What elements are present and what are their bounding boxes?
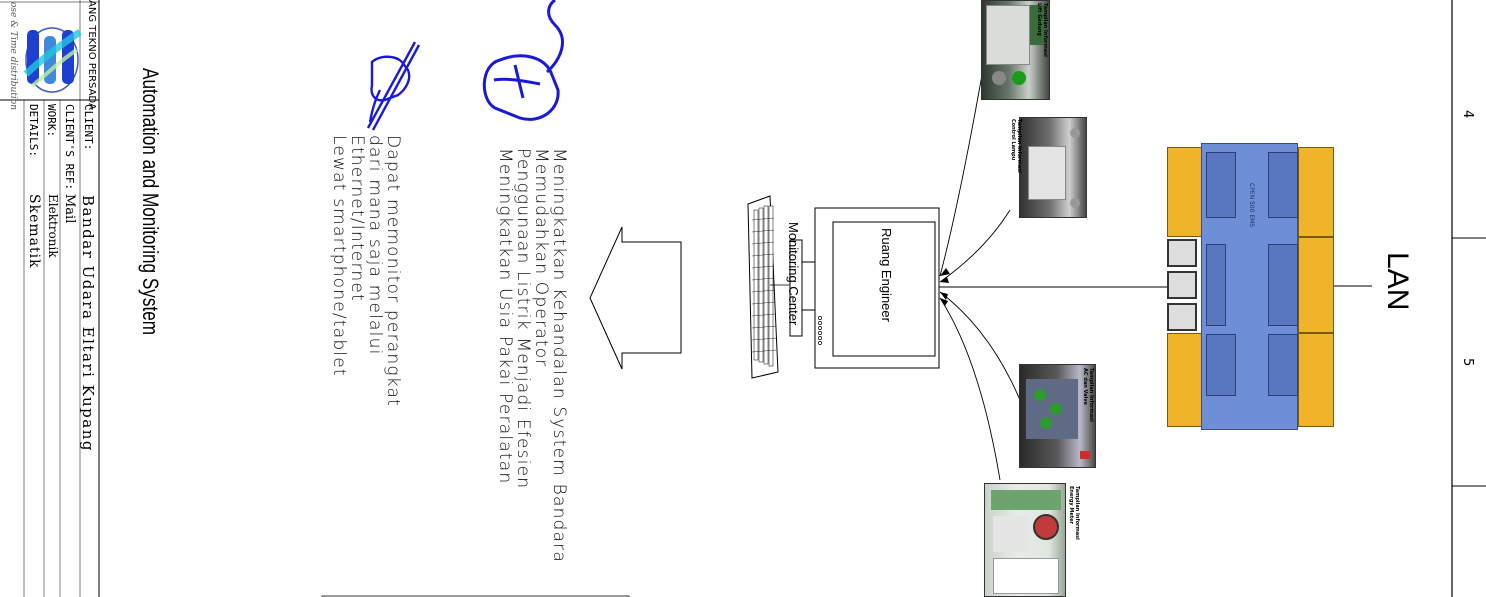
- controller-device: CPEN 500 EMS: [1167, 143, 1332, 430]
- lan-label: LAN: [1380, 252, 1414, 310]
- benefit-line: Meningkatkan Usia Pakai Peralatan: [496, 148, 514, 563]
- benefit-text-remote: Dapat memonitor perangkat dari mana saja…: [330, 135, 402, 407]
- ethernet-port: [1167, 271, 1197, 299]
- client-value: Bandar Udara Eltari Kupang: [79, 195, 97, 452]
- screen-energy-meter: [984, 483, 1066, 597]
- work-value: Elektronik: [46, 194, 60, 258]
- client-label: CLIENT:: [82, 104, 95, 150]
- terminal-block: [1298, 147, 1334, 237]
- title-block: ose & Time distribution ANG TEKNO PERSAD…: [0, 0, 99, 597]
- flow-arrow-outline: [590, 227, 681, 369]
- ruang-engineer-label: Ruang Engineer: [879, 228, 894, 322]
- terminal-block: [1298, 237, 1334, 333]
- link-screen-1: [940, 58, 985, 276]
- link-screen-2: [940, 210, 1010, 282]
- grid-number-5: 5: [1460, 358, 1475, 366]
- company-name: ANG TEKNO PERSADA: [86, 0, 97, 110]
- controller-model: CPEN 500 EMS: [1248, 183, 1255, 227]
- benefit-line: Meningkatkan Kehandalan System Bandara: [550, 148, 568, 563]
- hand-pen-icon: [368, 42, 419, 130]
- grid-number-4: 4: [1460, 110, 1475, 118]
- link-screen-4: [940, 298, 1000, 480]
- benefit-line: Lewat smartphone/tablet: [330, 135, 348, 407]
- link-screen-3: [940, 292, 1020, 400]
- benefit-text-mouse: Meningkatkan Kehandalan System Bandara M…: [496, 148, 568, 563]
- details-value: Skematik: [26, 194, 42, 269]
- benefit-line: Penggunaan Listrik Menjadi Efesien: [514, 148, 532, 563]
- details-label: DETAILS:: [27, 104, 40, 157]
- terminal-block: [1167, 333, 1203, 427]
- company-logo: [22, 14, 82, 94]
- screen-control-lampu: [1019, 117, 1087, 218]
- work-label: WORK:: [45, 104, 58, 137]
- logo-tagline: ose & Time distribution: [8, 2, 18, 110]
- terminal-block: [1167, 147, 1203, 237]
- clients-ref-value: Mail: [62, 194, 77, 223]
- keyboard-icon: [748, 196, 790, 378]
- clients-ref-label: CLIENT'S REF:: [63, 104, 76, 190]
- ethernet-port: [1167, 303, 1197, 331]
- terminal-block: [1298, 333, 1334, 427]
- monitoring-center-label: Monitoring Center: [786, 222, 801, 325]
- benefit-line: Ethernet/Internet: [348, 135, 366, 407]
- ethernet-port: [1167, 239, 1197, 267]
- system-title: Automation and Monitoring System: [137, 68, 163, 335]
- benefit-line: dari mana saja melalui: [366, 135, 384, 407]
- benefit-line: Memudahkan Operator: [532, 148, 550, 563]
- benefit-line: Dapat memonitor perangkat: [384, 135, 402, 407]
- mouse-icon: [484, 0, 562, 119]
- monitor-icon: [790, 208, 939, 368]
